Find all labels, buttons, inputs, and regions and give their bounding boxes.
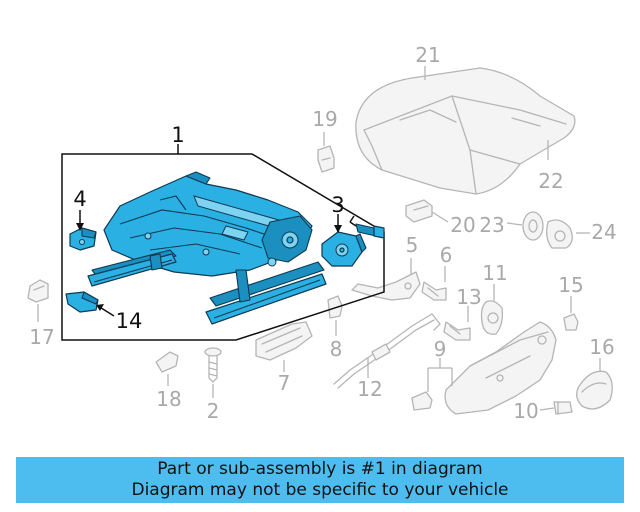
- callout-2: 2: [207, 399, 220, 423]
- callout-1: 1: [171, 123, 184, 147]
- callout-11: 11: [482, 261, 507, 285]
- callout-24: 24: [591, 220, 616, 244]
- assembly-outline-box: [61, 153, 385, 341]
- callout-17: 17: [29, 325, 54, 349]
- small-clip-part: [411, 391, 433, 411]
- disclaimer-banner: Part or sub-assembly is #1 in diagram Di…: [16, 457, 624, 503]
- callout-13: 13: [456, 285, 481, 309]
- bolt-3-part: [355, 223, 385, 239]
- callout-20: 20: [450, 213, 475, 237]
- cover-24-part: [546, 219, 573, 249]
- seat-adjuster-frame-part: [87, 171, 327, 325]
- clip-8-part: [327, 295, 343, 319]
- knob-16-part: [576, 370, 613, 410]
- plate-11-part: [480, 300, 504, 335]
- callout-8: 8: [330, 337, 343, 361]
- callout-4: 4: [73, 187, 86, 211]
- bracket-5-part: [351, 271, 421, 301]
- side-shield-part: [444, 321, 557, 415]
- trim-cover-part: [255, 321, 313, 361]
- callout-15: 15: [558, 273, 583, 297]
- cover-14-part: [65, 291, 99, 313]
- cable-12-part: [333, 313, 441, 389]
- bolt-13-part: [443, 321, 471, 341]
- clip-18-part: [155, 351, 179, 373]
- screw-10-part: [553, 401, 573, 415]
- callout-6: 6: [440, 243, 453, 267]
- callout-10: 10: [513, 399, 538, 423]
- callout-16: 16: [589, 335, 614, 359]
- callout-9: 9: [434, 337, 447, 361]
- callout-12: 12: [357, 377, 382, 401]
- callout-21: 21: [415, 43, 440, 67]
- disclaimer-line-part: Part or sub-assembly is #1 in diagram: [157, 459, 483, 479]
- parts-diagram: 1 4 3 14 21 19 22 20 23 24 5 6 11 15 13 …: [27, 43, 617, 423]
- bracket-20-part: [405, 199, 433, 223]
- clip-19-part: [317, 145, 335, 173]
- callout-5: 5: [406, 233, 419, 257]
- callout-14: 14: [116, 309, 143, 333]
- clip-17-part: [27, 279, 49, 303]
- callout-3: 3: [331, 193, 344, 217]
- motor-3-part: [321, 231, 367, 267]
- callout-23: 23: [479, 213, 504, 237]
- callout-19: 19: [312, 107, 337, 131]
- bolt-6-part: [421, 281, 447, 301]
- callout-22: 22: [538, 169, 563, 193]
- bracket-4-part: [69, 227, 97, 251]
- seat-cushion-pad-part: [355, 67, 576, 195]
- clip-15-part: [563, 313, 579, 331]
- callout-18: 18: [156, 387, 181, 411]
- bolt-2-part: [204, 347, 222, 383]
- cap-23-part: [522, 211, 544, 241]
- callout-7: 7: [278, 371, 291, 395]
- disclaimer-line-vehicle: Diagram may not be specific to your vehi…: [131, 480, 509, 500]
